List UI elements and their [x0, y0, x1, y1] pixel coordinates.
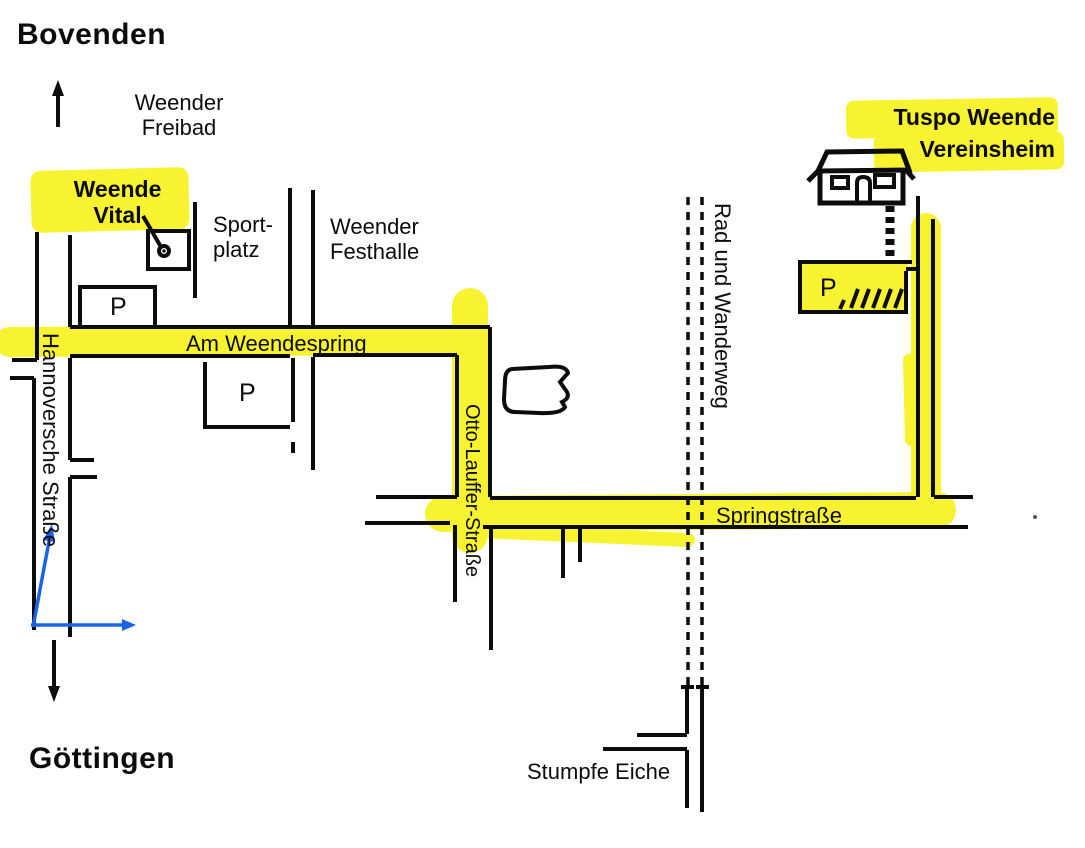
weende-vital-building-icon — [141, 214, 191, 271]
features — [31, 80, 1037, 702]
parking-box-tuspo — [798, 260, 912, 314]
road-springstrasse-west-stub — [365, 495, 457, 525]
road-stumpfe-eiche-vertical — [681, 685, 709, 812]
path-label-rad-und-wanderweg: Rad und Wanderweg — [710, 203, 735, 409]
road-stumpfe-eiche-side-street — [603, 733, 687, 751]
clubhouse-door — [855, 174, 872, 203]
parking-label-weendespring: P — [239, 379, 256, 407]
parking-box-weendespring — [203, 362, 290, 429]
label-tuspo-vereinsheim: Tuspo Weende Vereinsheim — [893, 104, 1055, 162]
blue-route-arrows-icon — [31, 524, 136, 631]
street-label-springstrasse: Springstraße — [716, 503, 842, 528]
town-label-goettingen: Göttingen — [29, 742, 176, 775]
road-to-tuspo — [906, 196, 935, 497]
highlight-am-weendespring — [0, 325, 483, 357]
pond-blob-shape — [501, 364, 571, 416]
road-hannoversche-east-line — [68, 235, 97, 637]
road-springstrasse-north-line — [490, 495, 973, 500]
label-stumpfe-eiche: Stumpfe Eiche — [527, 759, 671, 784]
stray-dot — [1033, 515, 1037, 519]
parking-label-tuspo: P — [820, 274, 837, 302]
north-arrow-icon — [52, 80, 64, 127]
road-am-weendespring-south-line — [70, 353, 457, 358]
clubhouse-window-right — [873, 173, 896, 189]
parking-space-hatches-icon — [838, 288, 904, 310]
road-otto-lauffer-south-stub — [453, 525, 493, 650]
road-hannoversche-west-line — [10, 232, 39, 630]
parking-box-weende-vital — [78, 285, 157, 327]
highlight-tuspo-label-line1 — [845, 97, 1059, 139]
clubhouse-walls — [817, 171, 906, 206]
street-label-hannoversche-strasse: Hannoversche Straße — [38, 333, 63, 547]
label-sportplatz: Sport- platz — [213, 212, 273, 263]
label-weender-festhalle: Weender Festhalle — [330, 214, 420, 265]
label-weende-vital: Weende Vital — [73, 176, 162, 229]
highlight-springstrasse — [425, 492, 956, 532]
road-springstrasse-driveway-stubs — [561, 527, 582, 578]
road-sportplatz-festhalle-street — [288, 188, 315, 470]
highlight-springstrasse-overshoot — [473, 524, 695, 547]
parking-label-weende-vital: P — [110, 293, 127, 321]
highlight-tuspo-label-line2 — [873, 131, 1065, 173]
clubhouse-roof-overhangs — [806, 168, 916, 183]
roads — [10, 188, 973, 812]
clubhouse-icon — [806, 148, 916, 206]
highlight-weende-vital — [30, 167, 190, 233]
label-weender-freibad: Weender Freibad — [134, 90, 224, 141]
town-label-bovenden: Bovenden — [17, 18, 167, 51]
street-label-otto-lauffer-strasse: Otto-Lauffer-Straße — [461, 404, 483, 578]
parking-lots — [78, 260, 912, 429]
highlight-parking-tuspo — [802, 263, 908, 312]
clubhouse-window-left — [830, 175, 850, 190]
street-label-am-weendespring: Am Weendespring — [186, 331, 367, 356]
south-arrow-icon — [48, 640, 60, 702]
route-highlights — [0, 97, 1065, 553]
highlight-tuspo-road-smudge — [903, 354, 917, 446]
